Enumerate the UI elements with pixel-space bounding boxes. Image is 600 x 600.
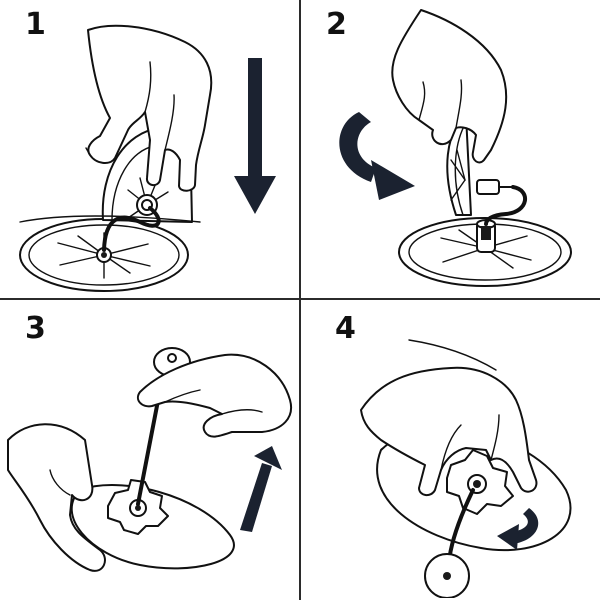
step-3-illustration: [7, 347, 293, 572]
step-number: 4: [335, 311, 356, 346]
arrow-down-icon: [234, 58, 276, 214]
step-number: 1: [25, 7, 46, 42]
step-number: 3: [25, 311, 46, 346]
step-2-panel: 2: [301, 0, 600, 298]
horizontal-divider: [0, 298, 600, 300]
step-2-illustration: [339, 9, 572, 287]
step-4-illustration: [360, 339, 572, 598]
step-1-illustration: [19, 24, 276, 292]
step-4-panel: 4: [301, 300, 600, 598]
rotate-clockwise-icon: [339, 112, 415, 200]
rotate-counterclockwise-icon: [497, 508, 539, 550]
step-number: 2: [326, 7, 347, 42]
step-3-panel: 3: [0, 300, 299, 598]
arrow-up-icon: [240, 446, 282, 532]
vertical-divider: [299, 0, 301, 600]
step-1-panel: 1: [0, 0, 299, 298]
